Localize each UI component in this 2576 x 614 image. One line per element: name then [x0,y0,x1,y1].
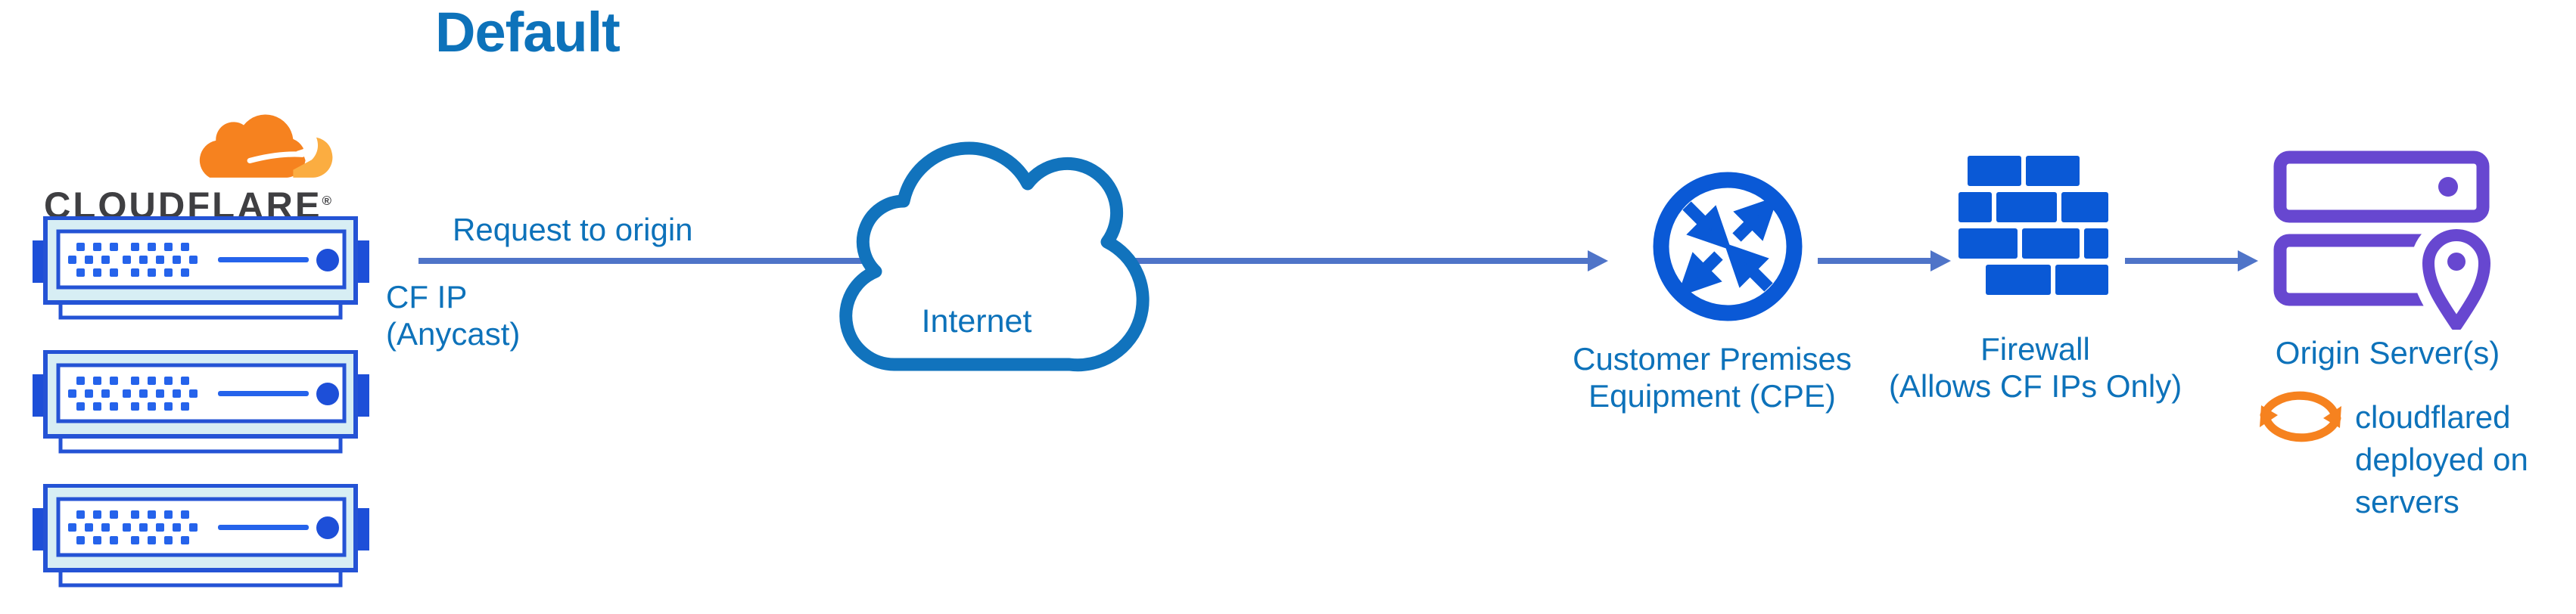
cf-ip-label-line2: (Anycast) [386,316,521,352]
registered-trademark-symbol: ® [322,194,332,208]
cloudflare-logo-icon [199,114,333,178]
firewall-label-line2: (Allows CF IPs Only) [1888,368,2182,404]
cpe-label-line1: Customer Premises [1573,341,1852,377]
cpe-label: Customer Premises Equipment (CPE) [1536,340,1888,414]
cloudflared-note: cloudflared deployed on servers [2355,396,2528,523]
origin-server-label: Origin Server(s) [2275,335,2500,371]
cloudflare-edge-server-icon-1 [33,216,369,321]
cf-ip-anycast-label: CF IP (Anycast) [386,278,520,352]
diagram-title: Default [435,1,621,64]
cloudflared-note-line2: deployed on [2355,442,2528,477]
cpe-to-firewall-arrow-line [1818,258,1931,264]
request-to-origin-label: Request to origin [453,212,693,247]
cpe-label-line2: Equipment (CPE) [1588,378,1836,414]
cloudflared-sync-icon [2260,391,2341,442]
internet-cloud-icon [839,141,1150,372]
firewall-icon [1958,156,2108,295]
request-arrowhead-icon [1588,250,1608,271]
firewall-label: Firewall (Allows CF IPs Only) [1844,330,2226,405]
internet-label: Internet [921,303,1032,340]
cloudflared-note-line1: cloudflared [2355,399,2511,435]
cpe-router-icon [1653,172,1803,321]
cloudflared-note-line3: servers [2355,484,2459,519]
firewall-to-origin-arrowhead-icon [2238,250,2258,271]
cloudflare-edge-server-icon-3 [33,484,369,588]
cf-ip-label-line1: CF IP [386,279,468,315]
firewall-to-origin-arrow-line [2125,258,2238,264]
cloudflare-edge-server-icon-2 [33,350,369,454]
origin-server-icon [2273,150,2496,330]
firewall-label-line1: Firewall [1980,331,2090,367]
cpe-to-firewall-arrowhead-icon [1930,250,1951,271]
